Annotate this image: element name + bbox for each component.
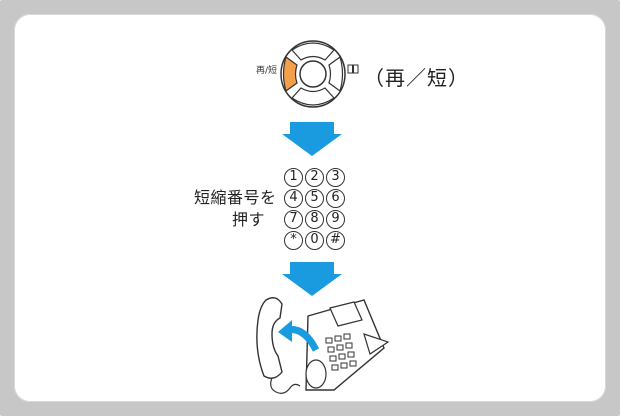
- speed-dial-label-line2: 押す: [232, 210, 266, 229]
- key-5: 5: [305, 189, 324, 208]
- down-arrow-icon: [282, 262, 342, 296]
- keypad: 1 2 3 4 5 6 7 8 9 * 0 #: [282, 166, 352, 256]
- key-1: 1: [284, 168, 303, 187]
- key-0: 0: [305, 231, 324, 250]
- key-9: 9: [326, 210, 345, 229]
- key-3: 3: [326, 168, 345, 187]
- redial-speed-caption: （再／短）: [364, 66, 469, 90]
- desk-phone-icon: [256, 297, 390, 394]
- key-asterisk: *: [284, 231, 303, 250]
- key-4: 4: [284, 189, 303, 208]
- key-7: 7: [284, 210, 303, 229]
- key-hash: #: [326, 231, 345, 250]
- speed-dial-label-line1: 短縮番号を: [194, 188, 277, 207]
- navigation-key-icon: [280, 40, 346, 108]
- key-6: 6: [326, 189, 345, 208]
- redial-speed-label: 再/短: [256, 66, 278, 76]
- key-2: 2: [305, 168, 324, 187]
- book-icon: [347, 64, 359, 74]
- down-arrow-icon: [282, 122, 342, 156]
- key-8: 8: [305, 210, 324, 229]
